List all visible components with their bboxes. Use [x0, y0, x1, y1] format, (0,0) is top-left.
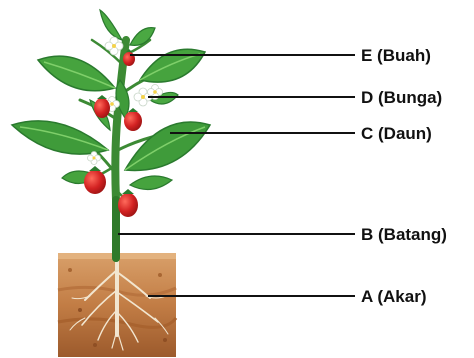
- label-batang: B (Batang): [361, 225, 447, 244]
- fruit-lower-left: [84, 166, 106, 194]
- label-daun: C (Daun): [361, 124, 432, 143]
- leaf-left-large: [12, 121, 108, 154]
- label-bunga: D (Bunga): [361, 88, 442, 107]
- leaf-top-left: [100, 10, 122, 40]
- leaf-top-right: [130, 28, 155, 46]
- fruit-lower-right: [118, 189, 138, 217]
- fruit-left: [94, 95, 110, 118]
- leaf-small-right: [130, 176, 172, 189]
- label-buah: E (Buah): [361, 46, 431, 65]
- label-akar: A (Akar): [361, 287, 427, 306]
- part-labels: E (Buah) D (Bunga) C (Daun) B (Batang) A…: [361, 46, 447, 306]
